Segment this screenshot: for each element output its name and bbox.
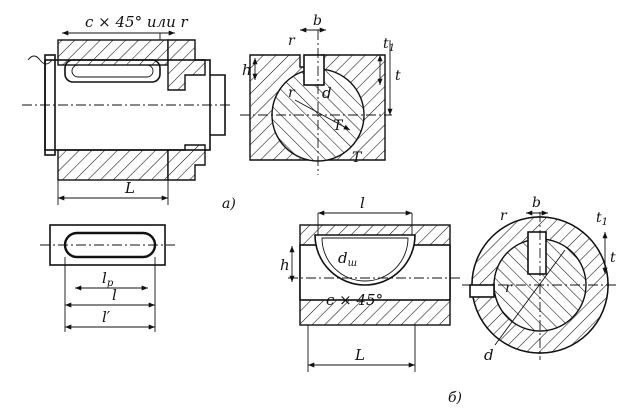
lprime-label: l′ xyxy=(102,308,111,326)
view-label-a: а) xyxy=(222,196,236,212)
r-label-a2: r xyxy=(288,85,296,101)
t1-label-b: t1 xyxy=(596,210,608,228)
key-cross-a xyxy=(303,54,325,86)
d-leader xyxy=(494,249,566,346)
hub-upper-hatch xyxy=(57,39,169,66)
r-label-b2: r xyxy=(505,280,513,296)
b-label-b: b xyxy=(532,195,541,211)
chamfer-label-b: c × 45° xyxy=(326,291,383,309)
dsh-label: dш xyxy=(338,249,357,269)
r-label-b1: r xyxy=(500,208,508,224)
l-top-label: l xyxy=(360,194,365,212)
d-label-b: d xyxy=(484,346,494,364)
t-label-a: t xyxy=(395,68,401,84)
key-plan-view xyxy=(40,224,175,332)
key-cross-b xyxy=(527,231,547,275)
view-b-cross-section xyxy=(462,210,618,360)
L-label-b: L xyxy=(354,346,365,364)
h-label-b: h xyxy=(280,256,290,274)
t1-label-a: t1 xyxy=(383,36,395,54)
b-label-a: b xyxy=(313,13,322,29)
hub-lower-hatch xyxy=(57,149,169,181)
hub-right-step-upper xyxy=(167,39,206,91)
view-label-b: б) xyxy=(448,390,462,406)
view-b-section xyxy=(288,210,462,372)
L-label-a: L xyxy=(124,179,135,197)
chamfer-label-top: c × 45° или r xyxy=(85,13,189,31)
lp-label: lp xyxy=(102,269,114,289)
key-profile xyxy=(64,59,161,83)
view-a-section xyxy=(22,30,232,205)
segment-key xyxy=(314,234,416,286)
r-label-a1: r xyxy=(288,33,296,49)
key-inner xyxy=(71,64,154,78)
T-label-1: T xyxy=(333,118,344,134)
segment-key-inner xyxy=(321,237,409,282)
view-a-cross-section xyxy=(240,27,393,175)
hub-right-step-lower xyxy=(167,144,206,181)
l-label: l xyxy=(112,286,117,304)
d-label-a: d xyxy=(322,84,332,102)
pin-b xyxy=(469,284,495,298)
T-label-2: T xyxy=(352,150,363,166)
t-label-b: t xyxy=(610,250,616,266)
h-label-a: h xyxy=(242,61,252,79)
d-dim-a xyxy=(294,99,351,131)
break-line xyxy=(27,55,53,65)
